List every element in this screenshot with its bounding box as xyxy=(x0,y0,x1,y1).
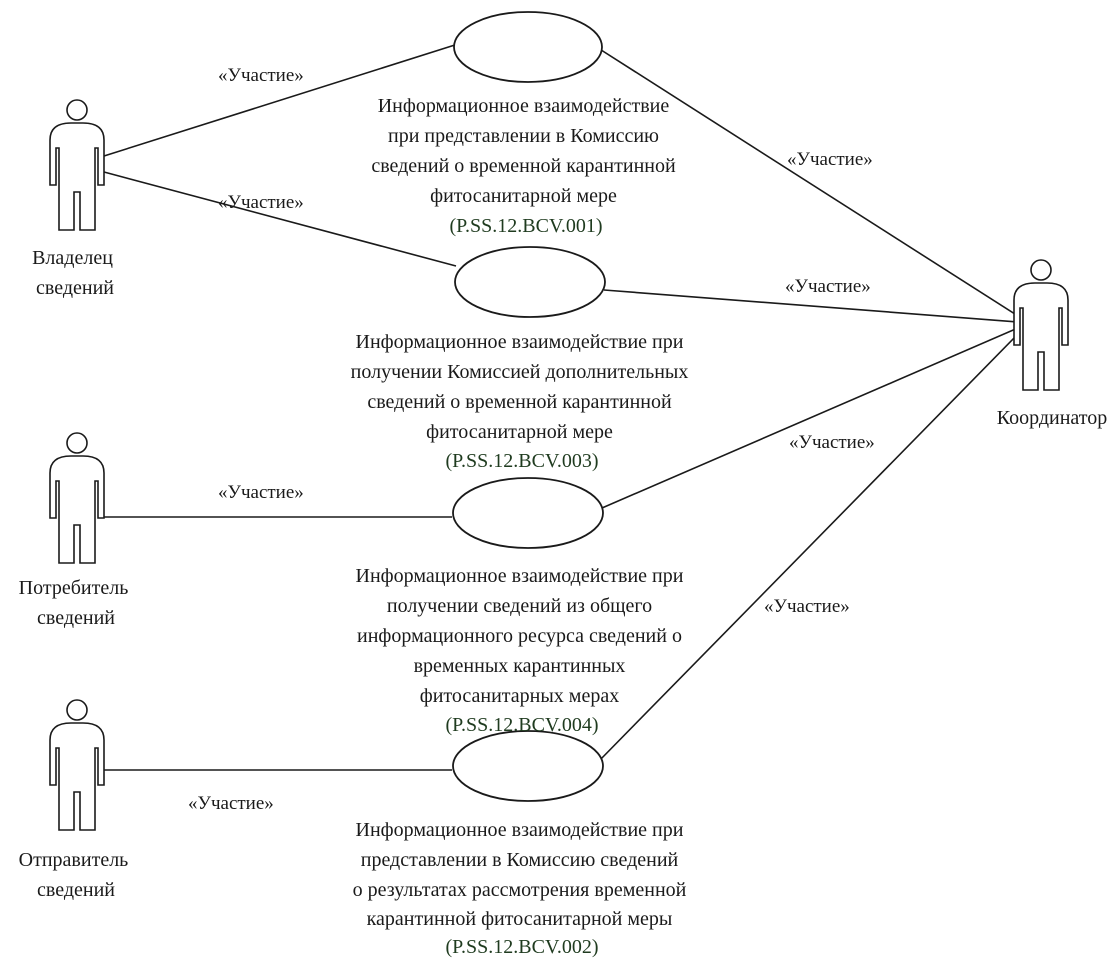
relation-label-consumer-uc004: «Участие» xyxy=(218,482,304,503)
use-case-code-004: (P.SS.12.BCV.004) xyxy=(445,714,598,736)
edge-coordinator-uc002 xyxy=(597,333,1019,763)
use-case-ellipse-001[interactable] xyxy=(453,11,603,83)
use-case-code-003: (P.SS.12.BCV.003) xyxy=(445,450,598,472)
relation-label-sender-uc002: «Участие» xyxy=(188,793,274,814)
edge-coordinator-uc001 xyxy=(597,47,1019,317)
relation-label-coordinator-uc002: «Участие» xyxy=(764,596,850,617)
relation-label-coordinator-uc004: «Участие» xyxy=(789,432,875,453)
edge-coordinator-uc004 xyxy=(601,327,1019,509)
actor-figure-coordinator[interactable] xyxy=(1013,259,1069,391)
use-case-ellipse-002[interactable] xyxy=(452,730,604,802)
use-case-code-001: (P.SS.12.BCV.001) xyxy=(449,215,602,237)
actor-figure-owner[interactable] xyxy=(49,99,105,231)
use-case-ellipse-004[interactable] xyxy=(452,477,604,549)
relation-labels: «Участие» «Участие» «Участие» «Участие» … xyxy=(188,65,875,814)
use-case-caption-001: Информационное взаимодействие при предст… xyxy=(371,95,680,237)
actor-label-sender: Отправитель сведений xyxy=(19,849,134,901)
relation-label-owner-uc003: «Участие» xyxy=(218,192,304,213)
actor-labels: Владелец сведений Потребитель сведений О… xyxy=(19,247,1108,901)
use-case-caption-003: Информационное взаимодействие при получе… xyxy=(351,331,694,472)
associations xyxy=(103,43,1019,771)
actor-figure-consumer[interactable] xyxy=(49,432,105,564)
actor-figure-sender[interactable] xyxy=(49,699,105,831)
edge-coordinator-uc003 xyxy=(603,289,1019,323)
actor-label-owner: Владелец сведений xyxy=(32,247,118,299)
use-case-ellipse-003[interactable] xyxy=(454,246,606,318)
use-case-ellipses xyxy=(452,11,606,802)
use-case-caption-004: Информационное взаимодействие при получе… xyxy=(356,565,689,736)
edge-owner-uc001 xyxy=(103,43,459,157)
relation-label-coordinator-uc003: «Участие» xyxy=(785,276,871,297)
actor-label-coordinator: Координатор xyxy=(997,407,1108,429)
relation-label-owner-uc001: «Участие» xyxy=(218,65,304,86)
use-case-captions: Информационное взаимодействие при предст… xyxy=(351,95,694,958)
relation-label-coordinator-uc001: «Участие» xyxy=(787,149,873,170)
actor-label-consumer: Потребитель сведений xyxy=(19,577,134,629)
use-case-code-002: (P.SS.12.BCV.002) xyxy=(445,936,598,958)
edge-owner-uc003 xyxy=(103,171,457,267)
use-case-caption-002: Информационное взаимодействие при предст… xyxy=(353,819,692,958)
